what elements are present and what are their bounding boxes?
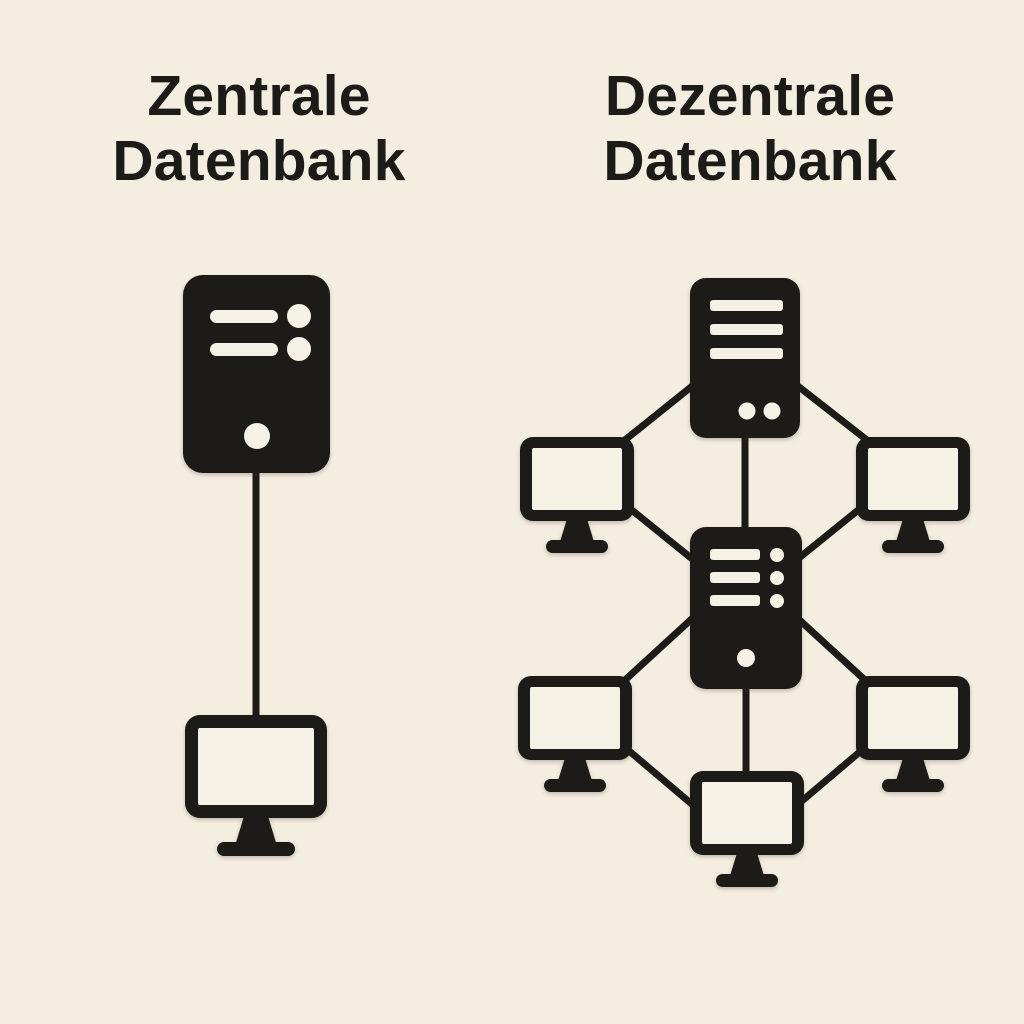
client-top-left-monitor-icon — [520, 437, 634, 553]
server-slot-bar — [710, 572, 760, 583]
server-led-dot — [770, 594, 784, 608]
server-led-dot — [763, 402, 781, 420]
server-slot-bar — [710, 549, 760, 560]
right-panel-connections — [617, 380, 875, 809]
server-slot-bar — [710, 300, 783, 311]
central-server-icon — [183, 275, 330, 473]
server-top-icon — [690, 278, 800, 438]
edge-client-bottom-left-client-bottom-center — [625, 747, 697, 809]
server-slot-bar — [710, 348, 783, 359]
server-slot-bar — [210, 343, 278, 356]
server-led-dot — [738, 402, 756, 420]
server-slot-bar — [710, 324, 783, 335]
right-title-line2: Datenbank — [603, 129, 897, 193]
server-led-dot — [287, 337, 311, 361]
server-body — [690, 527, 802, 689]
edge-server-middle-client-bottom-left — [621, 612, 699, 684]
edge-server-top-client-top-left — [617, 380, 699, 447]
left-title-line2: Datenbank — [112, 129, 406, 193]
server-middle-icon — [690, 527, 802, 689]
edge-server-middle-client-bottom-right — [791, 612, 869, 684]
right-title-line1: Dezentrale — [604, 64, 896, 128]
server-led-dot — [287, 304, 311, 328]
client-top-right-monitor-icon — [856, 437, 970, 553]
central-client-monitor-icon — [185, 715, 327, 856]
server-led-dot — [770, 548, 784, 562]
server-power-dot — [737, 649, 755, 667]
server-power-dot — [244, 423, 270, 449]
server-led-dot — [770, 571, 784, 585]
edge-client-top-right-server-middle — [791, 504, 865, 565]
edge-client-bottom-right-client-bottom-center — [793, 747, 865, 809]
edge-server-top-client-top-right — [791, 380, 875, 447]
server-slot-bar — [210, 310, 278, 323]
edge-client-top-left-server-middle — [625, 504, 699, 565]
left-title-line1: Zentrale — [147, 64, 371, 128]
client-bottom-center-monitor-icon — [690, 771, 804, 887]
client-bottom-left-monitor-icon — [518, 676, 632, 792]
client-bottom-right-monitor-icon — [856, 676, 970, 792]
server-slot-bar — [710, 595, 760, 606]
